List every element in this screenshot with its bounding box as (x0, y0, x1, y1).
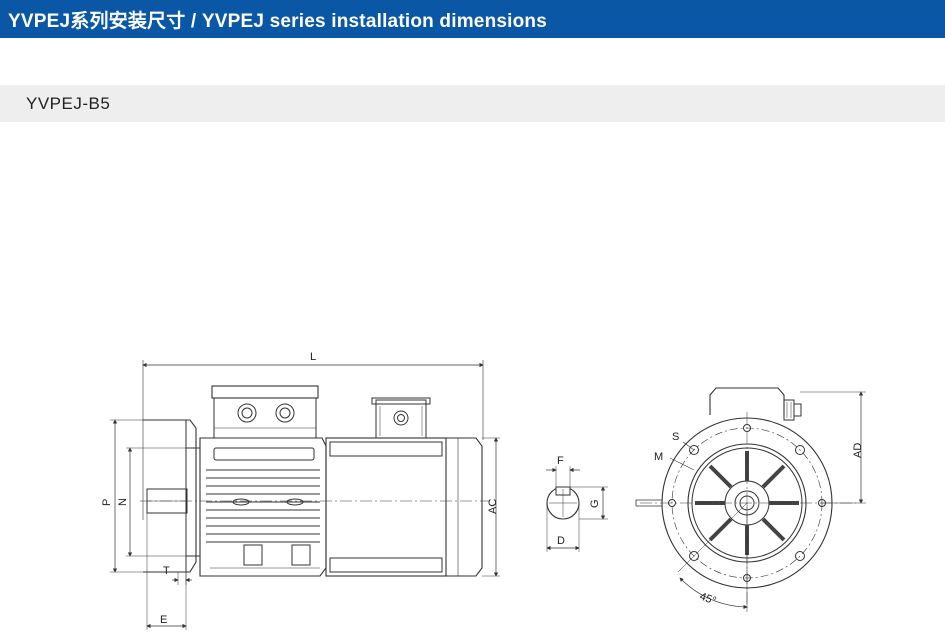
model-label: YVPEJ-B5 (26, 93, 111, 113)
page-header: YVPEJ系列安装尺寸 / YVPEJ series installation … (0, 0, 945, 38)
label-N: N (117, 498, 129, 506)
label-L: L (310, 351, 316, 363)
label-AD: AD (852, 443, 864, 458)
label-T: T (163, 565, 170, 577)
shaft-section-view (546, 466, 608, 552)
label-G: G (589, 499, 601, 508)
label-F: F (557, 455, 564, 467)
label-angle-45: 45° (698, 591, 718, 608)
label-P: P (101, 499, 113, 506)
label-AC: AC (487, 499, 499, 514)
model-section-bar: YVPEJ-B5 (0, 85, 945, 122)
label-S: S (672, 431, 679, 443)
page-title: YVPEJ系列安装尺寸 / YVPEJ series installation … (8, 10, 547, 32)
side-view (110, 360, 500, 630)
label-D: D (557, 535, 565, 547)
label-E: E (160, 614, 167, 626)
label-M: M (654, 451, 663, 463)
end-view (635, 387, 866, 612)
